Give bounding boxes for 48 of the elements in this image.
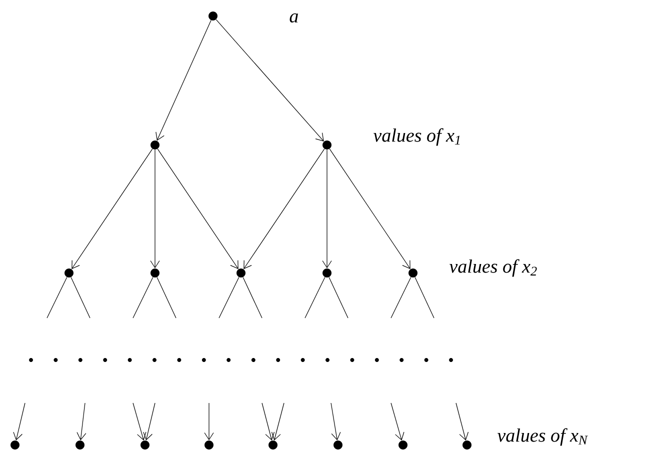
dot <box>322 268 332 278</box>
line <box>414 276 434 318</box>
arrow <box>330 402 341 440</box>
line <box>70 276 90 318</box>
line <box>328 276 348 318</box>
node-label: a <box>290 13 298 23</box>
dot <box>208 12 218 20</box>
dot <box>64 268 74 278</box>
line <box>242 276 262 318</box>
dot <box>76 440 84 450</box>
dot <box>462 440 472 450</box>
arrow <box>157 148 238 270</box>
line <box>156 276 176 318</box>
dot <box>150 140 160 150</box>
arrow <box>244 148 325 270</box>
row-label: values of x$_{1}$ <box>373 128 460 146</box>
dot <box>408 268 418 278</box>
dot <box>140 440 150 450</box>
dot <box>268 440 278 450</box>
arrow <box>390 402 404 440</box>
arrow <box>156 20 212 141</box>
arrow <box>322 149 332 268</box>
dot <box>334 440 342 450</box>
line <box>46 276 68 318</box>
arrow <box>329 148 410 270</box>
arrow <box>132 402 146 440</box>
row-label: values of x$_{2}$ <box>449 259 537 277</box>
dot <box>150 268 160 278</box>
line <box>132 276 154 318</box>
row-label: values of x$_{N}$ <box>497 428 588 446</box>
arrow <box>76 402 86 440</box>
arrow <box>216 19 324 142</box>
dot <box>10 440 20 450</box>
arrow <box>13 402 26 440</box>
dot <box>322 140 332 150</box>
arrow <box>143 402 156 440</box>
arrow <box>262 402 275 440</box>
dot <box>204 440 214 450</box>
arrow <box>456 402 469 440</box>
arrow <box>204 402 214 440</box>
arrow <box>271 402 284 440</box>
line <box>390 276 412 318</box>
dot <box>398 440 408 450</box>
line <box>218 276 240 318</box>
dot <box>236 268 246 278</box>
arrow <box>150 149 160 268</box>
arrow <box>72 148 153 270</box>
line <box>304 276 326 318</box>
